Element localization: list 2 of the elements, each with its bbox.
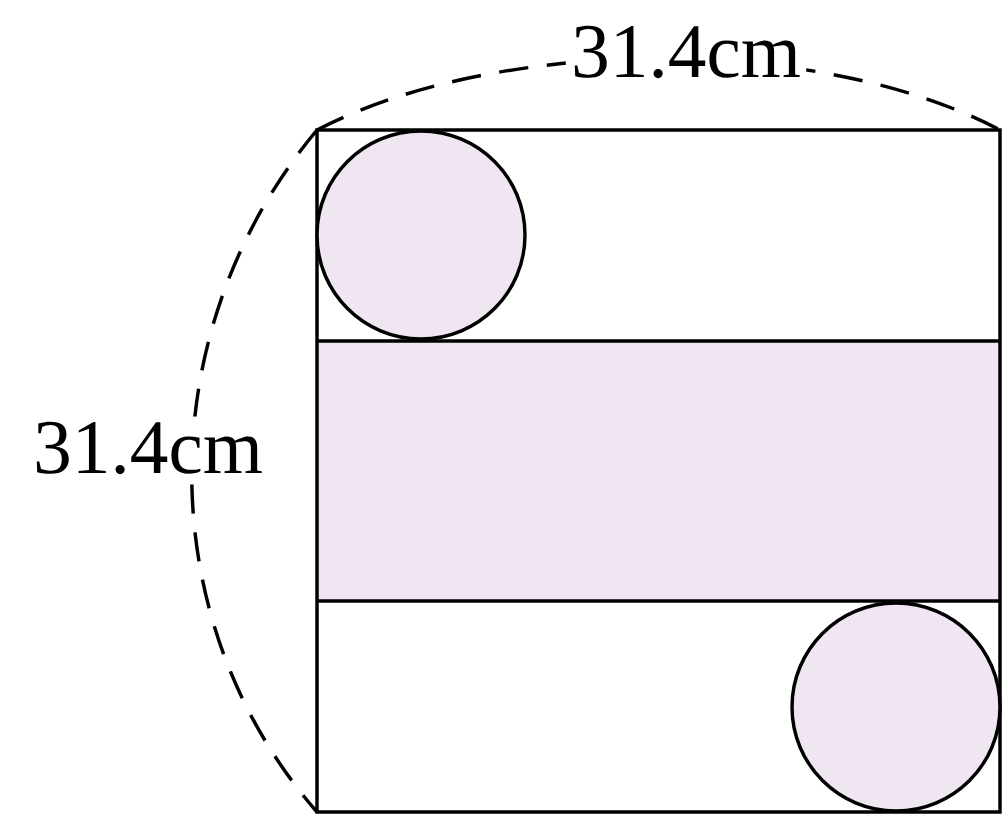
dimension-label: 31.4cm: [27, 416, 269, 480]
dimension-label: 31.4cm: [565, 20, 807, 84]
